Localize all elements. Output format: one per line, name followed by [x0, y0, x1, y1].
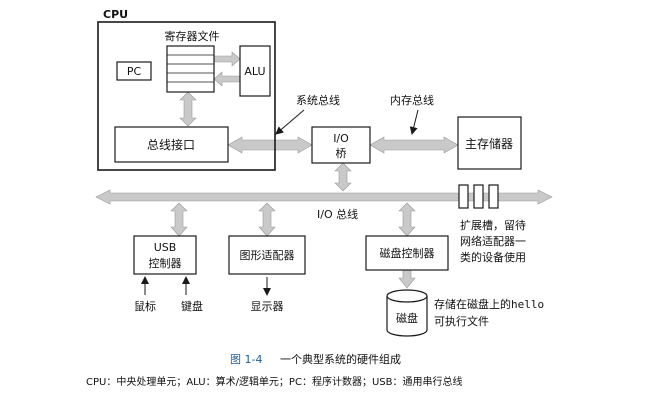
- alu-label: ALU: [244, 65, 265, 78]
- io-bus-label: I/O 总线: [317, 207, 358, 221]
- disk-controller: [365, 235, 449, 271]
- mouse-label: 鼠标: [134, 299, 156, 313]
- main-memory-label: 主存储器: [465, 136, 513, 151]
- usb-bus-arrow: [170, 202, 188, 237]
- io-bridge-label-line1: I/O: [333, 132, 349, 145]
- usb-controller-label-line2: 控制器: [149, 256, 182, 270]
- figure-title: 一个典型系统的硬件组成: [280, 352, 401, 366]
- graphics-adapter: [228, 235, 306, 275]
- register-file-label: 寄存器文件: [165, 29, 220, 43]
- system-bus-pointer: [275, 109, 305, 135]
- system-bus-arrow: [227, 136, 313, 154]
- figure-number: 图 1-4: [230, 353, 262, 366]
- pc-register: [116, 61, 152, 81]
- register-alu-arrows: [213, 51, 241, 87]
- disk-note-line1: 存储在磁盘上的hello: [434, 297, 544, 311]
- expansion-note-line2: 网络适配器一: [460, 234, 526, 248]
- memory-bus-arrow: [369, 136, 459, 154]
- disk: [386, 289, 428, 337]
- bus-interface-label: 总线接口: [147, 137, 195, 152]
- disk-note-code: hello: [511, 298, 544, 311]
- disk-controller-bus-arrow: [398, 202, 416, 237]
- graphics-bus-arrow: [258, 202, 276, 237]
- register-bus-interface-arrow: [179, 91, 197, 127]
- memory-bus-label: 内存总线: [390, 93, 434, 107]
- register-file: [166, 45, 215, 93]
- figure-footnote: CPU：中央处理单元；ALU：算术/逻辑单元；PC：程序计数器；USB：通用串行…: [86, 375, 462, 388]
- disk-note-line2: 可执行文件: [434, 314, 489, 328]
- disk-label: 磁盘: [396, 311, 418, 325]
- bridge-io-bus-arrow: [334, 162, 352, 192]
- io-bus: [95, 189, 553, 205]
- graphics-adapter-label: 图形适配器: [240, 249, 295, 262]
- main-memory: [457, 116, 522, 170]
- expansion-note-line3: 类的设备使用: [460, 250, 526, 264]
- keyboard-label: 键盘: [181, 299, 203, 313]
- expansion-slots: [458, 184, 499, 209]
- disk-controller-label: 磁盘控制器: [380, 246, 435, 260]
- memory-bus-pointer: [409, 109, 419, 135]
- system-bus-label: 系统总线: [296, 93, 340, 107]
- pc-label: PC: [127, 65, 142, 78]
- alu: [239, 45, 271, 97]
- cpu-title: CPU: [103, 8, 128, 21]
- usb-controller-label-line1: USB: [154, 241, 177, 254]
- usb-controller: [133, 235, 197, 275]
- display-label: 显示器: [251, 300, 284, 313]
- disk-link-arrow: [398, 269, 416, 289]
- bus-interface: [114, 126, 229, 163]
- disk-note-prefix: 存储在磁盘上的: [434, 297, 511, 311]
- expansion-note-line1: 扩展槽，留待: [460, 218, 526, 232]
- cpu-package: [97, 21, 276, 171]
- io-bridge: [311, 126, 371, 164]
- io-bridge-label-line2: 桥: [336, 147, 347, 160]
